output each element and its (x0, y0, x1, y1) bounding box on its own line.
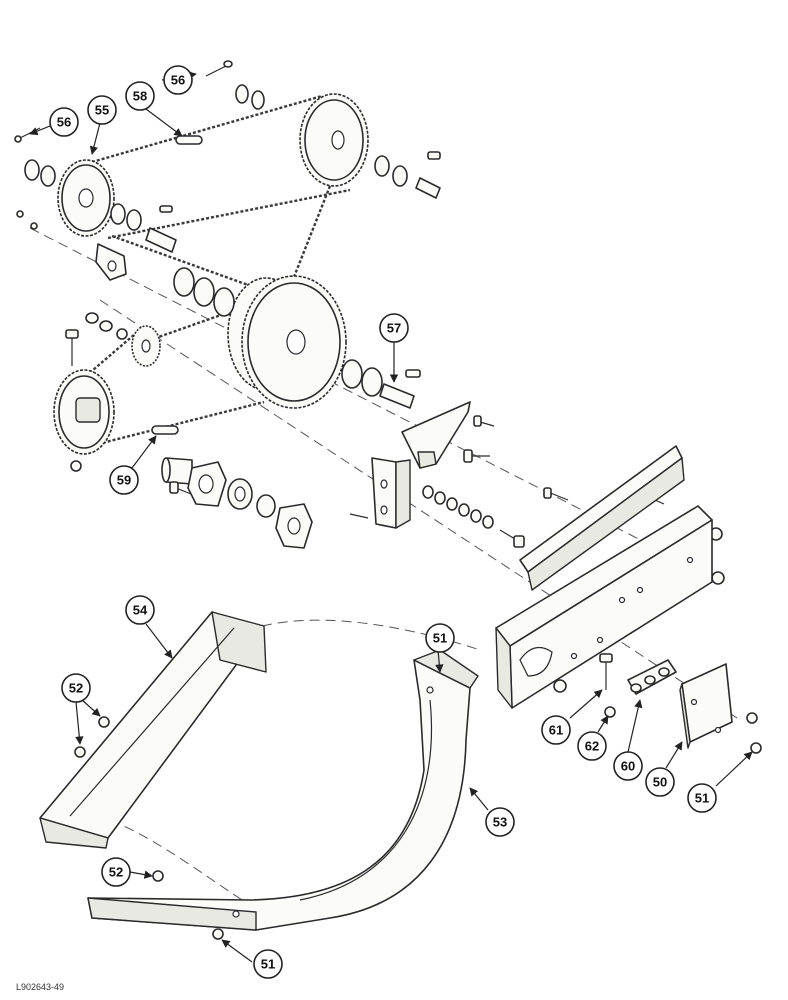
upper-guide-channel (39, 611, 267, 849)
svg-text:51: 51 (695, 791, 709, 806)
sprocket-large-center (227, 275, 347, 409)
callout-62: 62 (577, 731, 607, 761)
svg-text:57: 57 (387, 321, 401, 336)
bearing-flange-left (187, 461, 227, 507)
svg-text:52: 52 (69, 681, 83, 696)
drive-chain-upper (91, 94, 351, 292)
callouts: 56 56 55 58 57 59 54 51 52 61 62 60 50 5… (49, 65, 717, 979)
svg-text:61: 61 (549, 723, 563, 738)
callout-51-bottom: 51 (253, 949, 283, 979)
callout-60: 60 (613, 751, 643, 781)
svg-text:62: 62 (585, 739, 599, 754)
svg-text:55: 55 (95, 103, 109, 118)
svg-text:50: 50 (653, 775, 667, 790)
callout-54: 54 (125, 595, 155, 625)
svg-text:54: 54 (133, 603, 148, 618)
curved-guide-channel (87, 649, 479, 931)
sprocket-small (131, 325, 161, 367)
sprocket-upper-right (299, 93, 369, 187)
callout-51-right: 51 (687, 783, 717, 813)
washers-and-spacers (24, 84, 494, 529)
idler-bracket (401, 401, 471, 469)
side-plate (679, 663, 733, 749)
clamp-strip (627, 659, 677, 695)
callout-56-left: 56 (49, 107, 79, 137)
callout-50: 50 (645, 767, 675, 797)
callout-56-top: 56 (163, 65, 193, 95)
chain-connector-links (151, 135, 203, 435)
callout-51-upper: 51 (425, 623, 455, 653)
callout-53: 53 (485, 807, 515, 837)
svg-text:60: 60 (621, 759, 635, 774)
bearing-flange-right (275, 503, 313, 549)
callout-57: 57 (379, 313, 409, 343)
callout-52-lower: 52 (101, 857, 131, 887)
svg-text:51: 51 (261, 957, 275, 972)
reference-code: L902643-49 (16, 982, 64, 992)
svg-text:53: 53 (493, 815, 507, 830)
svg-text:51: 51 (433, 631, 447, 646)
svg-text:59: 59 (117, 473, 131, 488)
svg-text:58: 58 (133, 89, 147, 104)
svg-text:56: 56 (57, 115, 71, 130)
callout-52-upper: 52 (61, 673, 91, 703)
callout-55: 55 (87, 95, 117, 125)
svg-text:52: 52 (109, 865, 123, 880)
sprocket-upper-left (57, 159, 115, 237)
sprocket-lower-left (53, 369, 115, 455)
callout-61: 61 (541, 715, 571, 745)
callout-59: 59 (109, 465, 139, 495)
svg-text:56: 56 (171, 73, 185, 88)
main-mounting-plate (495, 505, 713, 709)
callout-58: 58 (125, 81, 155, 111)
upright-bracket (371, 457, 411, 529)
angle-rail (519, 445, 685, 591)
